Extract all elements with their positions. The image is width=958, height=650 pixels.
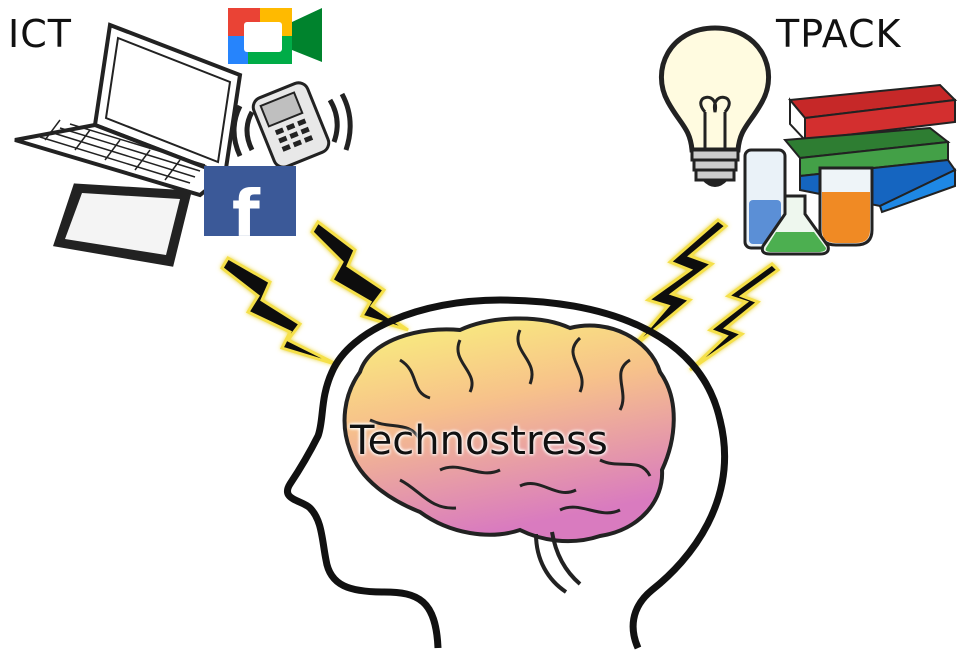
svg-text:f: f	[232, 178, 261, 252]
facebook-icon: f	[204, 166, 296, 252]
ict-title: ICT	[8, 12, 72, 56]
head-icon	[284, 296, 728, 650]
technostress-label: Technostress	[350, 418, 608, 464]
tablet-icon	[53, 183, 192, 267]
lab-flasks-icon	[743, 148, 874, 256]
brain-icon	[342, 316, 676, 594]
tpack-title: TPACK	[776, 12, 902, 56]
video-call-icon	[228, 8, 322, 64]
lightning-icon	[628, 218, 781, 372]
phone-icon	[231, 81, 353, 169]
lightbulb-icon	[658, 25, 772, 187]
laptop-icon	[14, 22, 243, 198]
